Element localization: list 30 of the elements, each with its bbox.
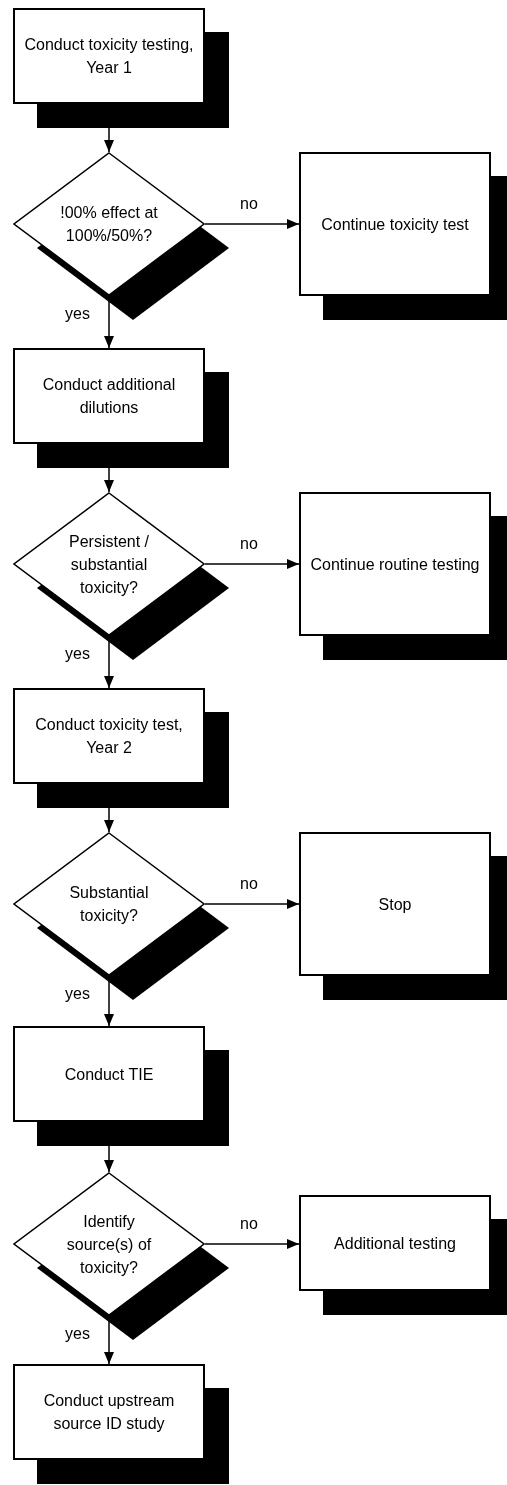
process-text: Conduct additional dilutions [41,375,177,418]
process-box [299,492,491,636]
process-box [299,832,491,976]
decision-diamond [13,152,205,296]
process-text: Conduct upstream source ID study [42,1391,176,1434]
process-box [13,688,205,784]
process-text: Continue toxicity test [321,214,469,235]
process-box [13,1364,205,1460]
process-box [299,152,491,296]
process-text: Additional testing [334,1233,456,1254]
process-box [13,8,205,104]
decision-diamond [13,832,205,976]
decision-text: Substantial toxicity? [68,883,150,926]
process-text: Continue routine testing [310,554,480,575]
process-text: Conduct toxicity testing, Year 1 [23,35,195,78]
arrow [204,559,300,569]
arrow [204,219,300,229]
decision-diamond [13,1172,205,1316]
arrow [204,899,300,909]
process-box [13,1026,205,1122]
process-text: Stop [378,894,412,915]
decision-text: Persistent / substantial toxicity? [68,531,150,598]
arrow [204,1239,300,1249]
decision-diamond [13,492,205,636]
decision-text: !00% effect at 100%/50%? [59,203,159,246]
process-box [299,1195,491,1291]
process-text: Conduct TIE [64,1064,154,1085]
process-text: Conduct toxicity test, Year 2 [34,715,184,758]
process-box [13,348,205,444]
decision-text: Identify source(s) of toxicity? [65,1211,153,1278]
